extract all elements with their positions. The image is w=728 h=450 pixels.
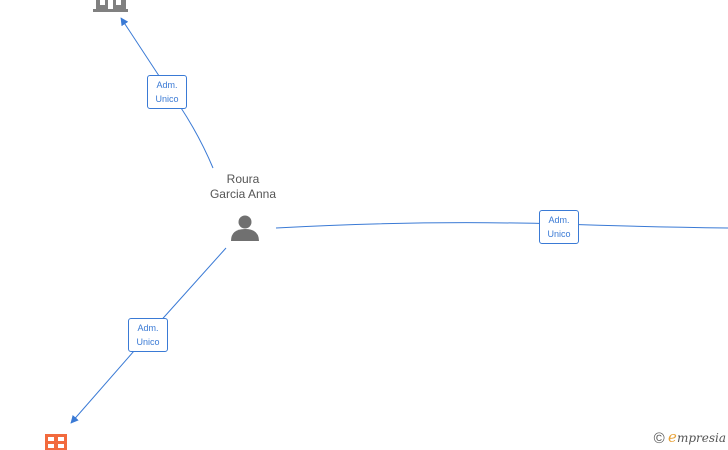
- relation-label: Adm. Unico: [128, 318, 168, 352]
- person-name-line2: Garcia Anna: [209, 187, 277, 201]
- person-icon[interactable]: [231, 215, 259, 242]
- person-name[interactable]: Roura Garcia Anna: [193, 172, 293, 202]
- relation-label: Adm. Unico: [539, 210, 579, 244]
- empresia-watermark: © empresia: [654, 428, 726, 447]
- brand-initial: e: [668, 428, 677, 446]
- relation-role-line2: Unico: [136, 337, 160, 347]
- relation-role-line1: Adm.: [156, 80, 178, 90]
- edge-to-right-company: [275, 222, 728, 229]
- relation-role-line2: Unico: [547, 229, 571, 239]
- relation-role-line1: Adm.: [548, 215, 570, 225]
- relation-role-line1: Adm.: [137, 323, 159, 333]
- building-icon[interactable]: [93, 0, 128, 12]
- building-icon[interactable]: [45, 434, 67, 450]
- relation-label: Adm. Unico: [147, 75, 187, 109]
- person-name-line1: Roura: [226, 172, 260, 186]
- brand-name: mpresia: [676, 431, 726, 445]
- relation-role-line2: Unico: [155, 94, 179, 104]
- copyright-symbol: ©: [653, 430, 665, 447]
